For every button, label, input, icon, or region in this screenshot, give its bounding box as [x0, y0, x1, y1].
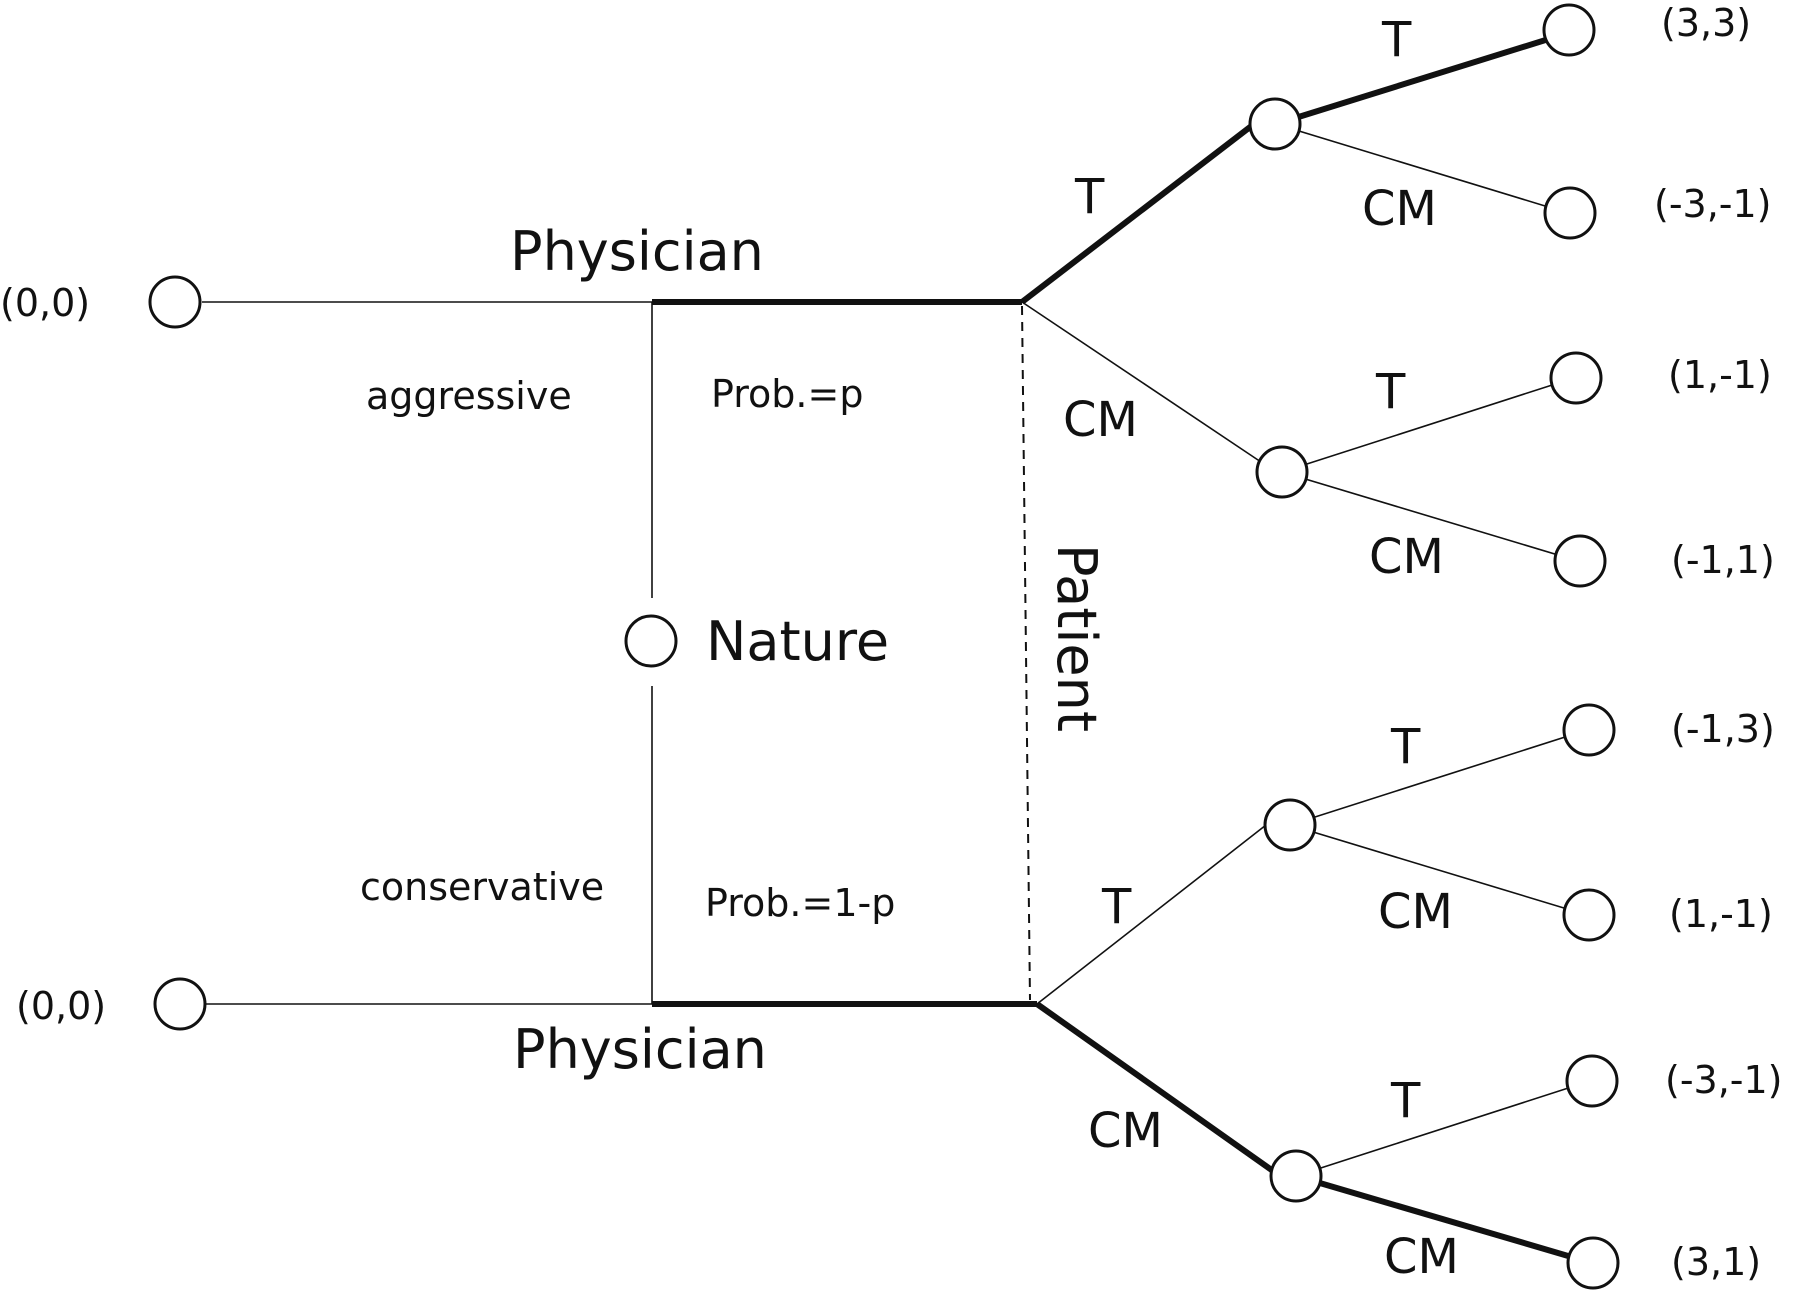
payoff-agg-CM-T: (1,-1): [1668, 353, 1772, 397]
payoff-agg-T-T: (3,3): [1661, 1, 1751, 45]
node-terminal-con-T-CM: [1562, 888, 1616, 942]
node-terminal-con-T-T: [1562, 703, 1616, 757]
edge-con-CM: [1035, 1001, 1275, 1174]
action-agg-T: T: [1074, 169, 1105, 225]
node-patient-agg-CM: [1255, 445, 1309, 499]
label-nature: Nature: [706, 610, 889, 673]
label-aggressive: aggressive: [366, 374, 572, 418]
edge-con-T: [1036, 824, 1267, 1005]
action-agg-CM-CM: CM: [1369, 529, 1444, 585]
payoff-con-T-T: (-1,3): [1671, 707, 1775, 751]
edge-agg-T-CM: [1275, 123, 1569, 214]
label-conservative: conservative: [360, 865, 604, 909]
payoff-agg-T-CM: (-3,-1): [1654, 182, 1772, 226]
payoff-agg-CM-CM: (-1,1): [1671, 538, 1775, 582]
action-agg-CM: CM: [1063, 392, 1138, 448]
patient-information-set: [1021, 305, 1031, 1001]
edge-con-CM-CM: [1295, 1173, 1593, 1266]
node-terminal-con-CM-T: [1565, 1054, 1619, 1108]
payoff-exit-conservative: (0,0): [16, 984, 106, 1028]
node-exit-aggressive: [148, 275, 202, 329]
node-terminal-con-CM-CM: [1566, 1236, 1620, 1290]
action-con-CM-CM: CM: [1384, 1229, 1459, 1285]
action-con-CM: CM: [1088, 1103, 1163, 1159]
payoff-exit-aggressive: (0,0): [0, 281, 90, 325]
edge-agg-T: [1020, 121, 1256, 305]
action-con-T: T: [1101, 879, 1132, 935]
node-nature: [624, 614, 678, 668]
node-terminal-agg-CM-T: [1549, 351, 1603, 405]
payoff-con-CM-T: (-3,-1): [1665, 1058, 1783, 1102]
action-agg-T-CM: CM: [1362, 181, 1437, 237]
node-patient-con-T: [1263, 798, 1317, 852]
edge-agg-CM-T: [1281, 377, 1575, 473]
payoff-con-CM-CM: (3,1): [1671, 1240, 1761, 1284]
edge-con-T-CM: [1289, 824, 1588, 916]
action-agg-T-T: T: [1381, 12, 1412, 68]
node-patient-con-CM: [1269, 1149, 1323, 1203]
payoff-con-T-CM: (1,-1): [1669, 892, 1773, 936]
action-agg-CM-T: T: [1375, 364, 1406, 420]
edge-con-T-T: [1289, 729, 1588, 826]
label-prob-conservative: Prob.=1-p: [705, 881, 895, 925]
node-exit-conservative: [153, 977, 207, 1031]
edge-agg-T-T: [1275, 30, 1569, 127]
node-terminal-agg-T-T: [1542, 3, 1596, 57]
edge-agg-CM-CM: [1281, 471, 1579, 562]
node-patient-agg-T: [1248, 97, 1302, 151]
action-con-T-T: T: [1390, 719, 1421, 775]
label-prob-aggressive: Prob.=p: [711, 372, 863, 416]
node-terminal-agg-CM-CM: [1553, 534, 1607, 588]
edge-con-CM-T: [1295, 1080, 1591, 1177]
label-physician-bottom: Physician: [513, 1018, 767, 1081]
action-con-CM-T: T: [1390, 1073, 1421, 1129]
node-terminal-agg-T-CM: [1543, 186, 1597, 240]
label-patient: Patient: [1045, 544, 1108, 732]
edge-agg-CM: [1021, 301, 1262, 463]
label-physician-top: Physician: [510, 220, 764, 283]
action-con-T-CM: CM: [1378, 884, 1453, 940]
